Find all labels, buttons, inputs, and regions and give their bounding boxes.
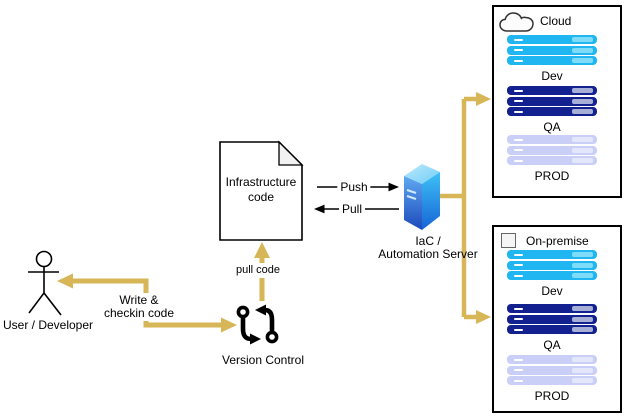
write-checkin-line1: Write &	[119, 293, 159, 307]
vent-bar	[572, 147, 593, 153]
building-square-icon	[501, 233, 516, 248]
cloud-title: Cloud	[540, 14, 572, 28]
automation-server-label-line2: Automation Server	[378, 247, 478, 261]
server-rack-unit	[507, 304, 597, 313]
edge-deploy-trunk-line	[437, 96, 481, 320]
onpremise-env-qa: QA	[507, 304, 601, 352]
arrowhead-to-cloud-icon	[476, 92, 491, 106]
arrowhead-to-user-icon	[57, 273, 73, 289]
version-control-label: Version Control	[221, 353, 305, 367]
led-dash	[514, 110, 523, 113]
vent-bar	[572, 357, 593, 362]
automation-server-icon	[404, 164, 440, 230]
led-dash	[514, 318, 523, 320]
server-rack-unit	[507, 56, 597, 65]
server-rack-unit	[507, 107, 597, 116]
vent-bar	[572, 378, 593, 383]
led-dash	[514, 149, 523, 151]
vent-bar	[572, 262, 593, 268]
led-dash	[514, 307, 523, 310]
server-rack-unit	[507, 376, 597, 385]
vent-bar	[572, 98, 593, 104]
arrowhead-to-infrastructure-code-icon	[254, 242, 270, 258]
cloud-prod-label: PROD	[534, 169, 570, 183]
server-rack-unit	[507, 135, 597, 144]
cloud-env-dev: Dev	[507, 35, 601, 83]
pull-edge-label: Pull	[338, 202, 366, 217]
vent-bar	[572, 137, 593, 142]
infrastructure-code-document-icon	[219, 140, 304, 241]
vent-bar	[572, 37, 593, 42]
user-label: User / Developer	[2, 318, 94, 332]
vent-bar	[572, 158, 593, 163]
onpremise-title: On-premise	[526, 234, 589, 248]
cloud-header: Cloud	[494, 7, 620, 33]
vent-bar	[572, 58, 593, 63]
vent-bar	[572, 273, 593, 278]
pull-code-edge-label: pull code	[232, 263, 284, 278]
led-dash	[514, 369, 523, 371]
led-dash	[514, 328, 523, 331]
onpremise-qa-label: QA	[543, 338, 561, 352]
vent-bar	[572, 367, 593, 373]
onpremise-env-prod: PROD	[507, 355, 601, 403]
led-dash	[514, 379, 523, 382]
server-rack-unit	[507, 355, 597, 364]
led-dash	[514, 138, 523, 141]
led-dash	[514, 38, 523, 41]
server-rack-unit	[507, 365, 597, 375]
cloud-env-prod: PROD	[507, 135, 601, 183]
server-rack-unit	[507, 314, 597, 324]
infrastructure-code-label: Infrastructure code	[225, 175, 297, 204]
led-dash	[514, 49, 523, 51]
cloud-group-box: Cloud Dev QA PROD	[492, 5, 622, 198]
server-rack-unit	[507, 35, 597, 44]
led-dash	[514, 274, 523, 277]
automation-server-label: IaC / Automation Server	[378, 235, 477, 261]
cloud-icon	[499, 12, 534, 32]
cloud-env-qa: QA	[507, 86, 601, 134]
vent-bar	[572, 109, 593, 114]
server-rack-unit	[507, 250, 597, 259]
onpremise-env-dev: Dev	[507, 250, 601, 298]
server-rack-unit	[507, 145, 597, 155]
server-rack-unit	[507, 45, 597, 55]
server-rack-unit	[507, 325, 597, 334]
onpremise-group-box: On-premise Dev QA PROD	[492, 225, 622, 413]
arrowhead-pull-icon	[314, 204, 325, 214]
vent-bar	[572, 306, 593, 311]
server-rack-unit	[507, 96, 597, 106]
server-rack-unit	[507, 271, 597, 280]
led-dash	[514, 59, 523, 62]
push-edge-label: Push	[337, 180, 371, 195]
cloud-qa-label: QA	[543, 120, 561, 134]
user-icon	[28, 250, 62, 316]
vent-bar	[572, 327, 593, 332]
write-checkin-line2: checkin code	[103, 306, 175, 320]
server-rack-unit	[507, 86, 597, 95]
onpremise-dev-label: Dev	[541, 284, 563, 298]
arrowhead-push-icon	[388, 182, 399, 192]
vent-bar	[572, 88, 593, 93]
led-dash	[514, 358, 523, 361]
automation-server-label-line1: IaC /	[415, 234, 441, 248]
vent-bar	[572, 47, 593, 53]
led-dash	[514, 100, 523, 102]
server-rack-unit	[507, 260, 597, 270]
led-dash	[514, 89, 523, 92]
write-checkin-edge-label: Write & checkin code	[100, 293, 178, 321]
led-dash	[514, 159, 523, 162]
arrowhead-to-onpremise-icon	[476, 310, 491, 324]
version-control-icon	[236, 304, 279, 345]
arrowhead-to-version-control-icon	[221, 317, 237, 333]
server-rack-unit	[507, 156, 597, 165]
led-dash	[514, 264, 523, 266]
vent-bar	[572, 316, 593, 322]
onpremise-header: On-premise	[494, 227, 620, 253]
onpremise-prod-label: PROD	[534, 389, 570, 403]
cloud-dev-label: Dev	[541, 69, 563, 83]
led-dash	[514, 253, 523, 256]
vent-bar	[572, 252, 593, 257]
